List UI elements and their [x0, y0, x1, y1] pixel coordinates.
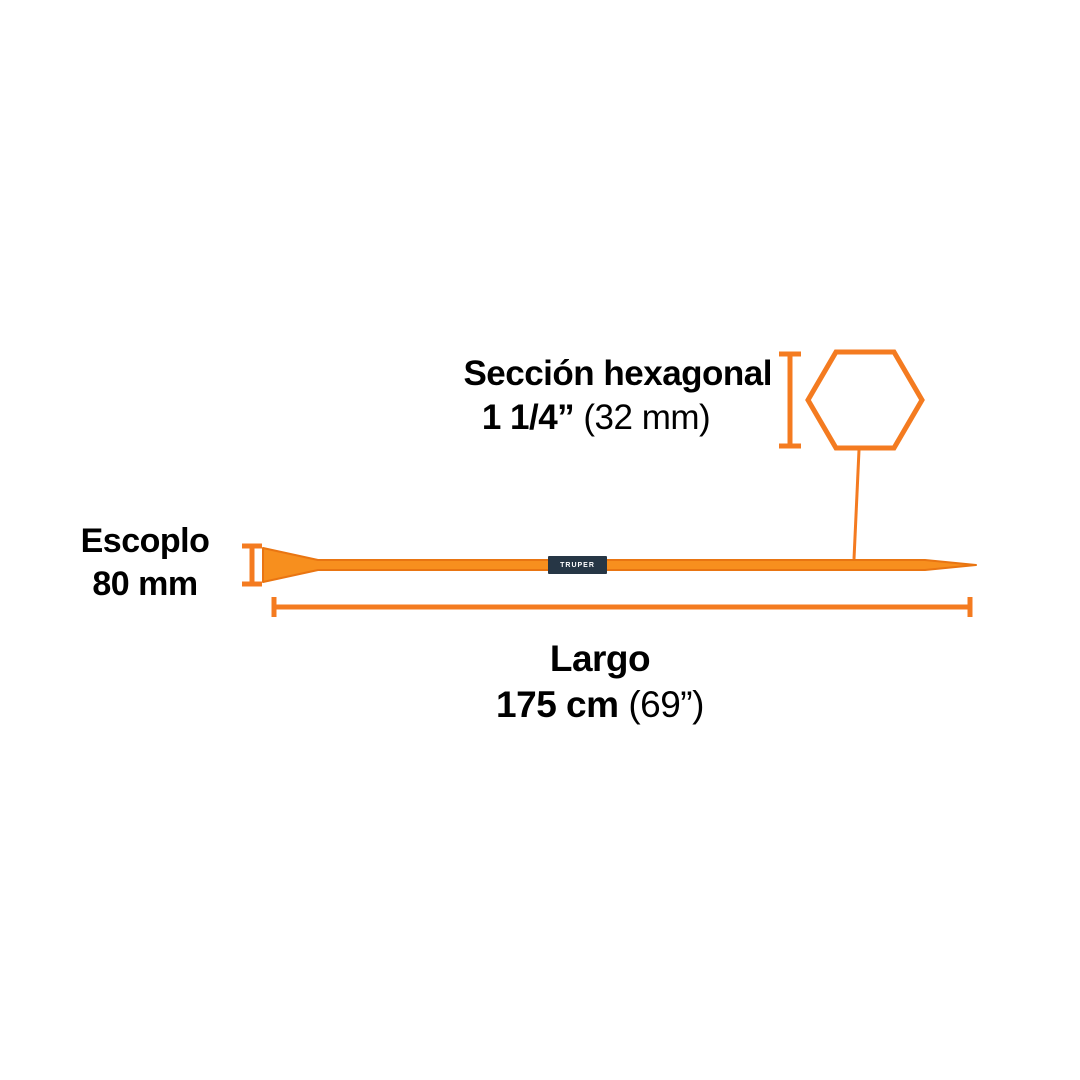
length-measure-line: [271, 597, 973, 617]
hex-section-size: 1 1/4” (32 mm): [420, 398, 772, 437]
chisel-label-line1: Escoplo: [80, 522, 210, 560]
hex-section-title: Sección hexagonal: [463, 354, 772, 393]
chisel-label: Escoplo 80 mm: [50, 520, 240, 605]
bar-brand-label: TRUPER: [548, 556, 607, 574]
length-value: 175 cm (69”): [380, 682, 820, 728]
length-title: Largo: [549, 638, 651, 679]
hex-measure-bracket: [779, 351, 801, 449]
hex-section-size-mm: (32 mm): [583, 398, 711, 437]
length-value-cm: 175 cm: [496, 684, 619, 726]
hex-section-size-value: 1 1/4”: [481, 398, 575, 437]
hexagon-cross-section-icon: [805, 349, 925, 451]
chisel-label-line2: 80 mm: [92, 564, 198, 603]
leader-line: [852, 449, 861, 560]
length-value-in: (69”): [628, 684, 704, 726]
digging-bar: [262, 547, 977, 583]
length-label: Largo 175 cm (69”): [380, 636, 820, 729]
chisel-measure-bracket: [242, 543, 262, 587]
